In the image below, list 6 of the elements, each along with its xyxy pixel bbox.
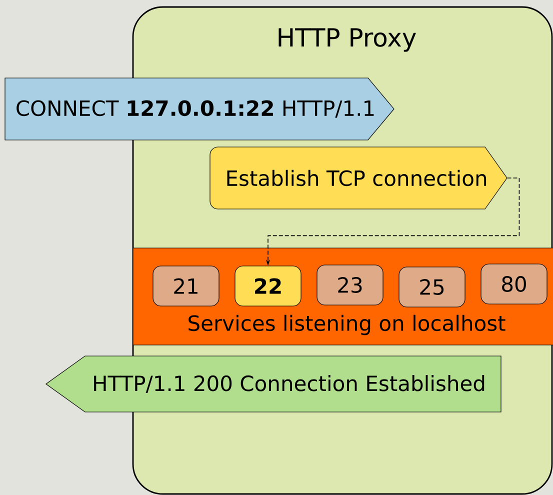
port-box: 25 xyxy=(398,266,466,308)
port-box: 22 xyxy=(234,266,302,306)
port-box: 80 xyxy=(480,264,548,304)
step-tag: Establish TCP connection xyxy=(210,146,508,210)
port-box: 23 xyxy=(316,264,384,306)
port-box: 21 xyxy=(152,266,220,306)
